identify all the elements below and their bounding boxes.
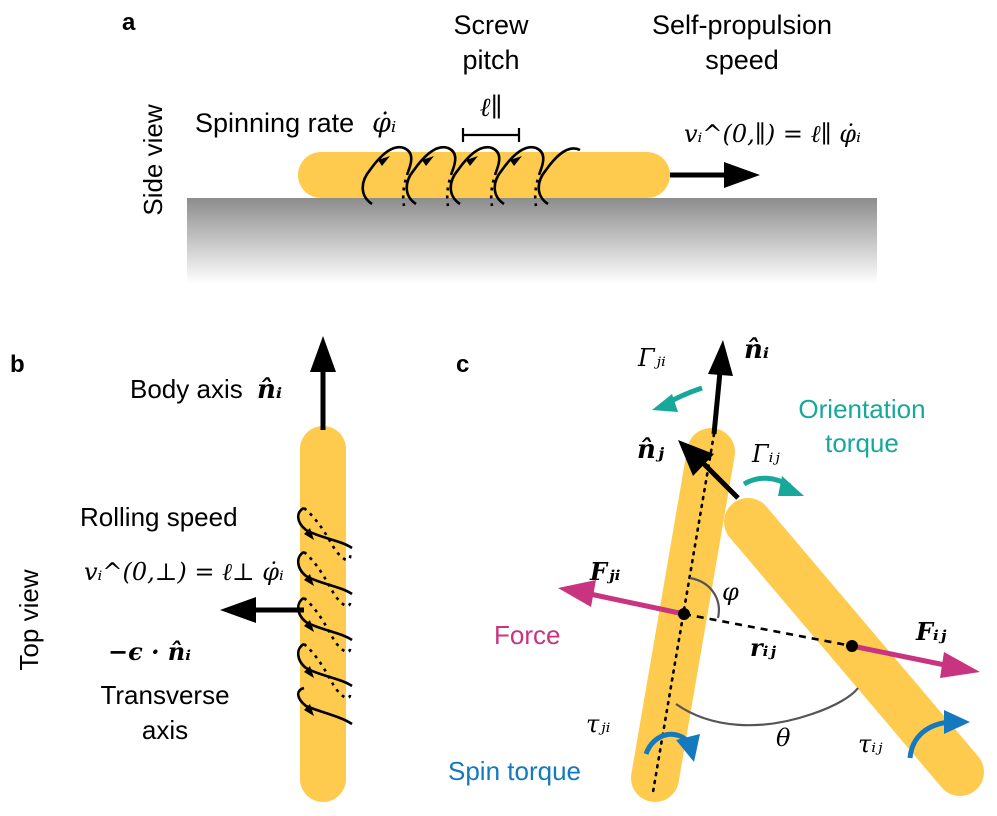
tau-ij-arrow (907, 710, 970, 759)
transverse-line1: Transverse (100, 680, 229, 710)
gamma-ij-label: Γᵢⱼ (751, 440, 780, 468)
n-i-label: n̂ᵢ (744, 335, 769, 365)
panel-c: c n̂ᵢ n̂ⱼ Γⱼᵢ Γᵢⱼ Orientati (448, 335, 984, 802)
panel-a-label: a (122, 9, 136, 36)
panel-a: a Side view ℓ∥ (122, 9, 877, 284)
panel-b: b Top view Body axis n̂ᵢ (10, 336, 353, 802)
speed-title-line2: speed (705, 45, 779, 75)
transverse-line2: axis (142, 715, 188, 745)
body-axis-arrow (310, 336, 336, 430)
rod-top (300, 426, 346, 802)
screw-pitch-line1: Screw (453, 10, 529, 40)
gamma-ji-arrow (652, 385, 703, 412)
r-ij-label: rᵢⱼ (750, 633, 776, 662)
spin-torque-label: Spin torque (448, 756, 581, 786)
gamma-ji-label: Γⱼᵢ (637, 344, 666, 372)
spinning-rate-label: Spinning rate (195, 108, 354, 138)
surface (187, 198, 877, 284)
rolling-speed-label: Rolling speed (80, 502, 238, 532)
helix-arrowheads-top (304, 528, 314, 716)
body-axis-label: Body axis (130, 374, 243, 404)
body-axis-symbol: n̂ᵢ (257, 375, 282, 405)
n-j-label: n̂ⱼ (637, 435, 665, 465)
force-ji-label: Fⱼᵢ (589, 557, 621, 586)
propulsion-arrow (670, 162, 760, 188)
orientation-line1: Orientation (798, 394, 925, 424)
force-label: Force (494, 620, 560, 650)
rod-side (298, 152, 670, 198)
phi-label: φ (722, 578, 739, 606)
phi-arc (689, 576, 720, 619)
force-ji-arrow (558, 580, 685, 617)
screw-pitch-line2: pitch (462, 45, 519, 75)
theta-label: θ (776, 724, 791, 752)
contact-point-j (846, 640, 858, 652)
helix-arrowheads-side (378, 156, 522, 166)
force-ij-label: Fᵢⱼ (915, 617, 947, 646)
gamma-ij-arrow (742, 475, 804, 496)
speed-formula: vᵢ^(0,∥) = ℓ∥ φ̇ᵢ (684, 120, 861, 148)
n-i-arrow (708, 340, 733, 435)
panel-b-label: b (10, 351, 25, 378)
n-j-arrow (678, 440, 740, 500)
top-view-label: Top view (14, 569, 44, 670)
helix-side (361, 145, 581, 207)
orientation-line2: torque (825, 428, 899, 458)
pitch-symbol: ℓ∥ (480, 93, 503, 123)
helix-top (296, 506, 353, 726)
transverse-symbol: −ϵ · n̂ᵢ (108, 637, 191, 666)
theta-arc (675, 687, 859, 727)
r-ij-line (683, 612, 853, 648)
speed-title-line1: Self-propulsion (652, 10, 832, 40)
rolling-arrow (220, 597, 304, 623)
pitch-bar (461, 128, 521, 142)
tau-ij-label: τᵢⱼ (858, 730, 883, 758)
contact-point-i (678, 608, 690, 620)
spinning-rate-symbol: φ̇ᵢ (372, 108, 396, 139)
rolling-formula: vᵢ^(0,⊥) = ℓ⊥ φ̇ᵢ (84, 558, 284, 586)
force-ij-arrow (851, 643, 980, 678)
panel-c-label: c (456, 351, 469, 378)
side-view-label: Side view (138, 104, 168, 215)
tau-ji-label: τⱼᵢ (586, 710, 611, 738)
tau-ji-arrow (643, 731, 700, 762)
